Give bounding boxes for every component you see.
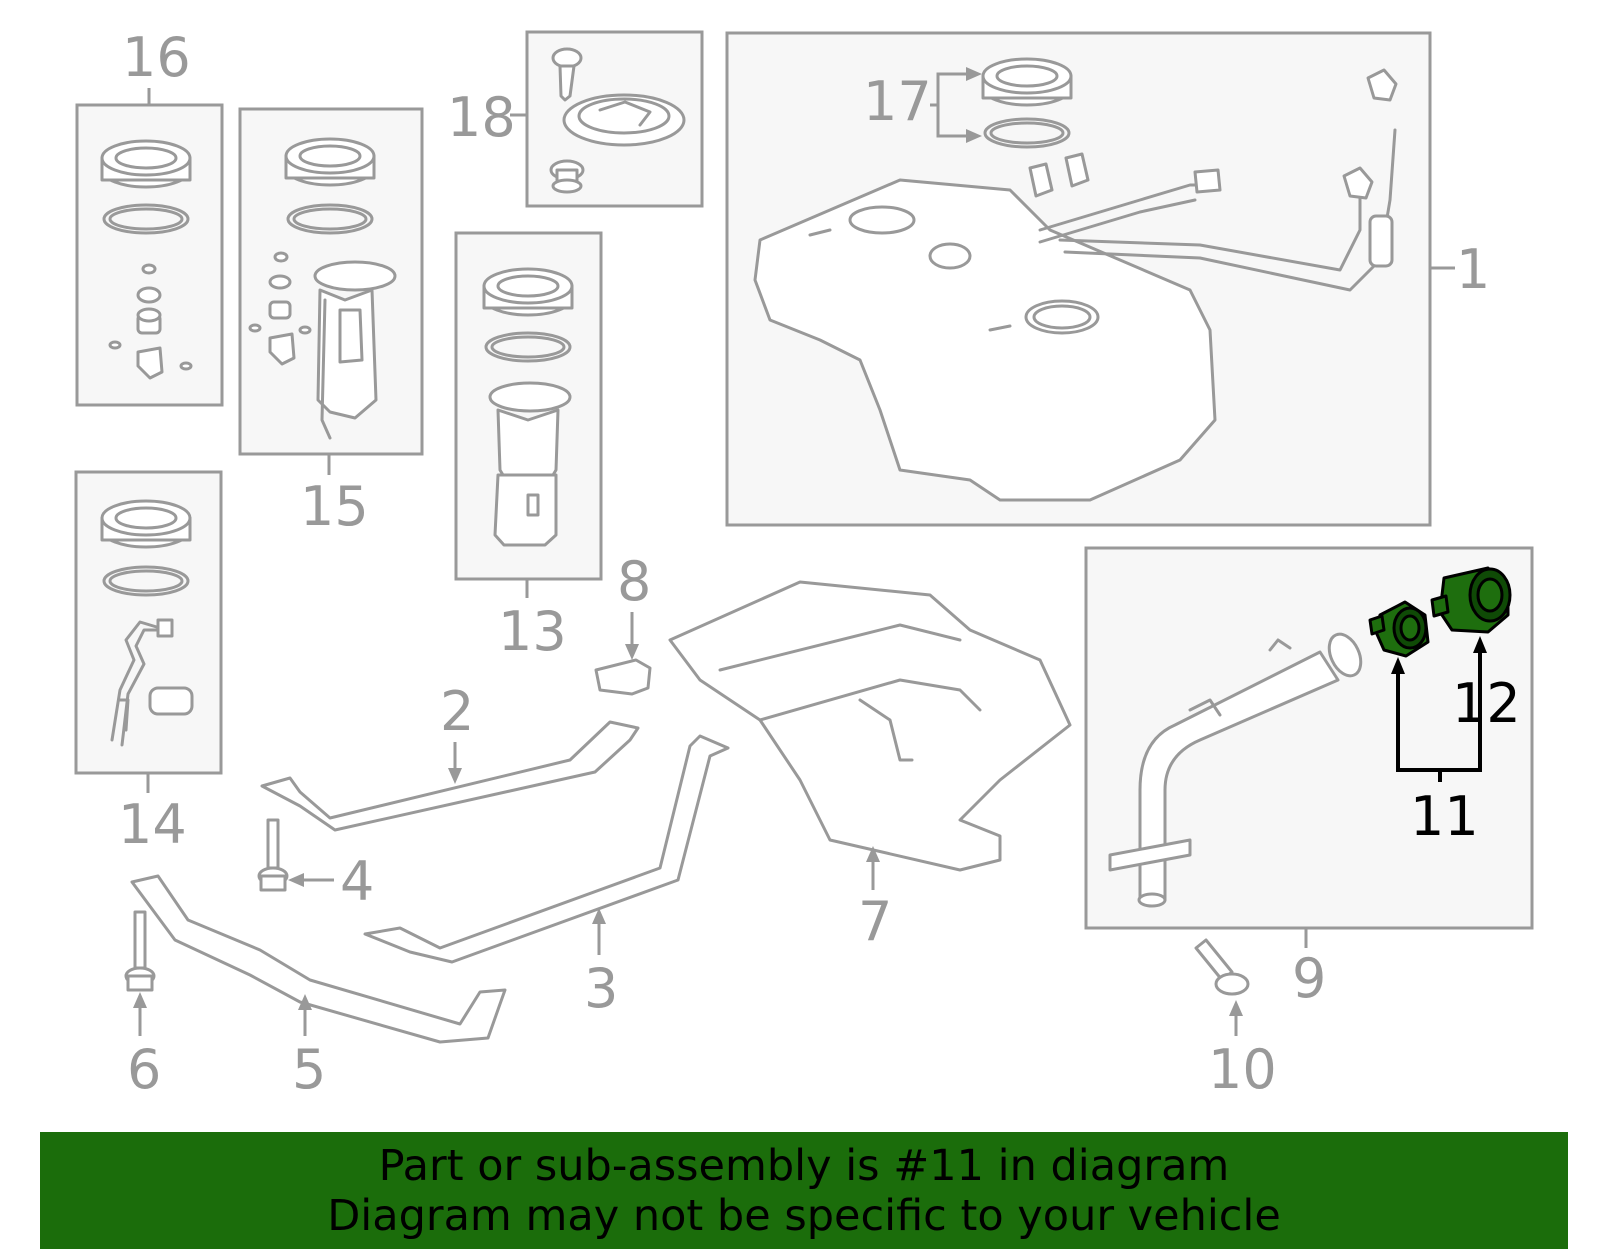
callout-11: 11 [1410, 785, 1479, 848]
callout-1: 1 [1456, 238, 1490, 301]
callout-5: 5 [292, 1038, 326, 1101]
part-1-fuel-tank [753, 57, 1398, 502]
part-7-detail [718, 623, 982, 762]
callout-8: 8 [617, 550, 651, 613]
part-15-assembly [248, 137, 397, 440]
leader-11-12 [1391, 636, 1487, 782]
callout-7: 7 [858, 890, 892, 953]
callout-15: 15 [300, 475, 369, 538]
callout-14: 14 [118, 793, 187, 856]
part-11-highlighted [1368, 600, 1430, 658]
part-8-clip [594, 658, 652, 696]
callout-6: 6 [127, 1038, 161, 1101]
part-9-filler-pipe [1108, 632, 1363, 908]
banner-line-1: Part or sub-assembly is #11 in diagram [378, 1140, 1230, 1191]
part-6-bolt [124, 910, 156, 992]
callout-16: 16 [122, 26, 191, 89]
part-4-bolt [257, 818, 289, 892]
part-3-strap [363, 734, 730, 964]
callout-9: 9 [1292, 947, 1326, 1010]
part-7-shield [668, 580, 1072, 872]
callout-12: 12 [1452, 672, 1521, 735]
part-14-assembly [100, 499, 194, 747]
callout-13: 13 [498, 600, 567, 663]
info-banner: Part or sub-assembly is #11 in diagram D… [40, 1132, 1568, 1249]
part-2-strap [260, 720, 640, 832]
callout-17: 17 [863, 70, 932, 133]
leader-lines [133, 67, 1455, 1036]
part-16-assembly [100, 139, 193, 380]
callout-4: 4 [340, 850, 374, 913]
banner-line-2: Diagram may not be specific to your vehi… [327, 1190, 1281, 1241]
callout-2: 2 [440, 680, 474, 743]
callout-10: 10 [1208, 1038, 1277, 1101]
part-13-assembly [482, 267, 574, 547]
part-5-bar [130, 874, 507, 1044]
part-10-bolt [1194, 938, 1250, 996]
callout-18: 18 [447, 86, 516, 149]
part-18-assembly [549, 47, 686, 194]
callout-3: 3 [584, 957, 618, 1020]
part-12-highlighted [1430, 566, 1512, 634]
